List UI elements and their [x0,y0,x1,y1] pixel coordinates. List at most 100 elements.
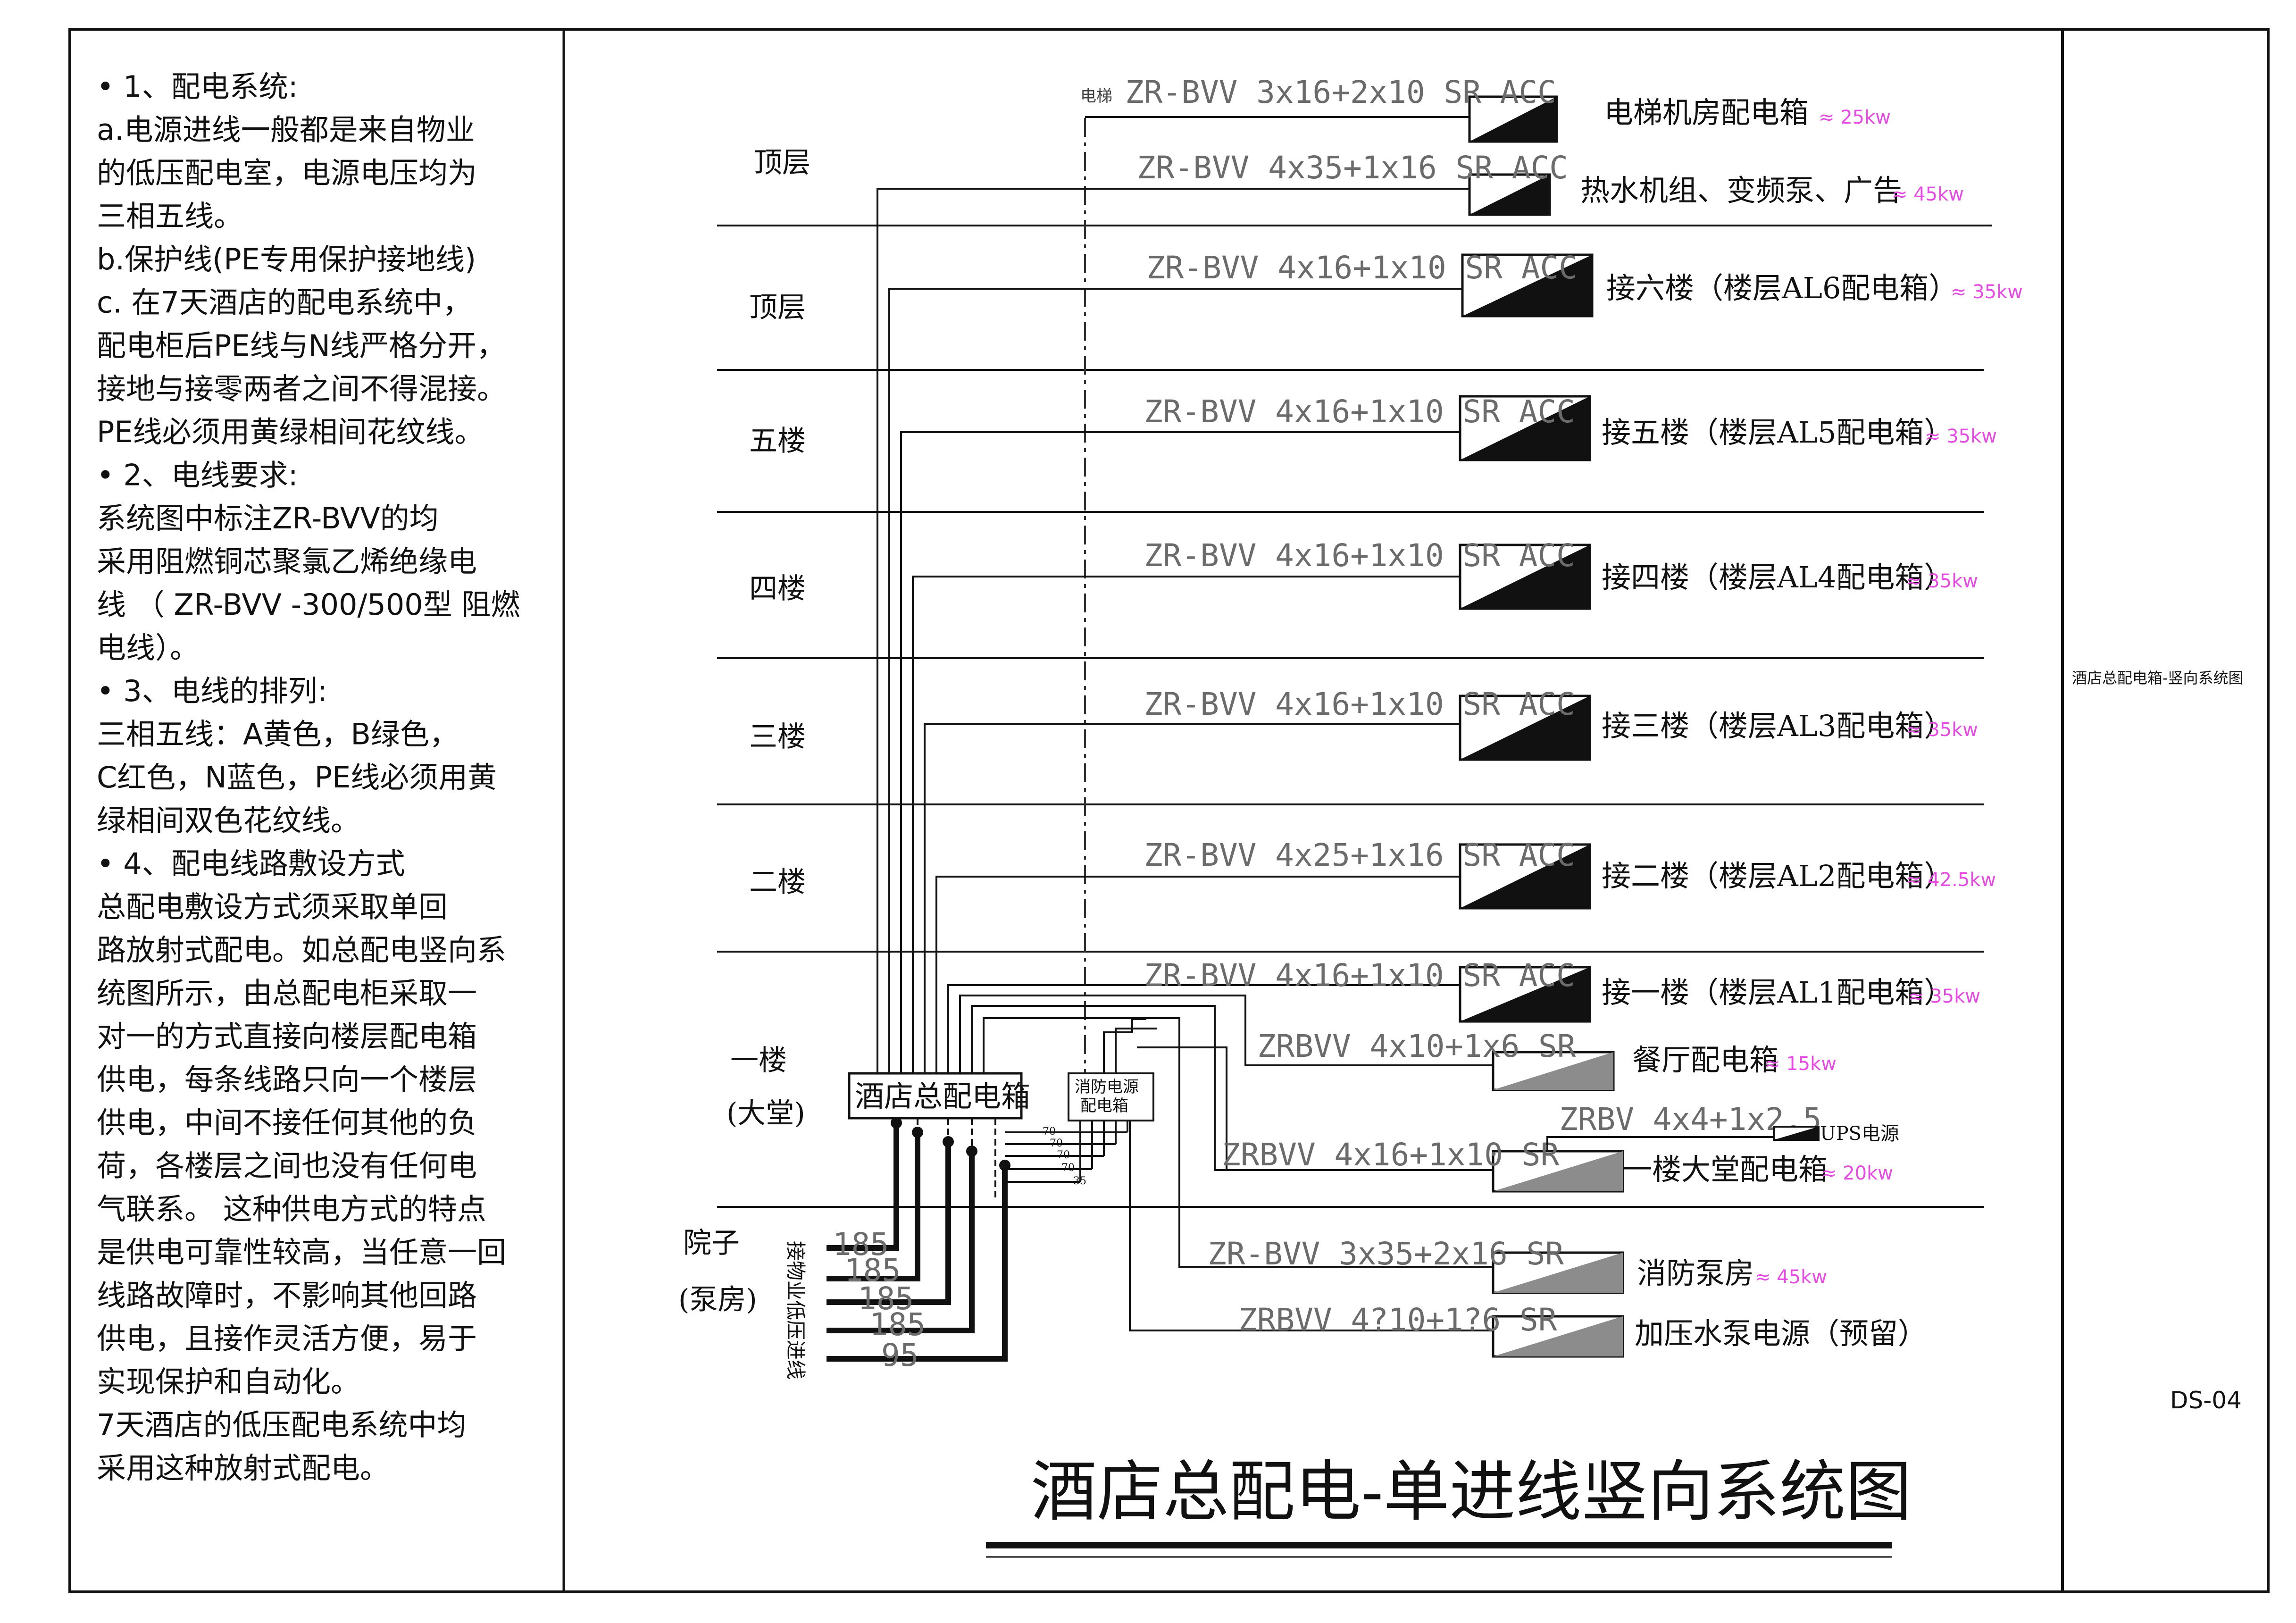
cable-spec-label: ZR-BVV 4x25+1x16 SR ACC [1144,837,1575,873]
load-kw-label: ≈ 35kw [1951,281,2023,303]
floor-label: 四楼 [749,572,806,605]
cable-spec-label: ZR-BVV 4x16+1x10 SR ACC [1144,686,1575,722]
svg-text:185: 185 [869,1306,926,1343]
load-kw-label: ≈ 25kw [1819,107,1891,128]
incoming-sizes: 185 185 185 185 95 [833,1226,926,1373]
svg-text:35: 35 [1073,1175,1086,1187]
note-line: 路放射式配电。如总配电竖向系 [97,933,506,967]
floor-separators [717,225,1992,1208]
elevator-prefix: 电梯 [1080,87,1112,106]
note-line: 绿相间双色花纹线。 [97,803,360,838]
note-line: • 4、配电线路敷设方式 [97,846,405,881]
box-name-label: 热水机组、变频泵、广告 [1580,173,1902,208]
floor-labels: 顶层 顶层 五楼 四楼 三楼 二楼 一楼 (大堂) 院子 (泵房) [678,146,810,1316]
cable-spec-label: ZR-BVV 4x16+1x10 SR ACC [1146,250,1578,286]
load-kw-label: ≈ 35kw [1925,426,1997,447]
branch-row: ZR-BVV 4x35+1x16 SR ACC 热水机组、变频泵、广告≈ 45kw [1137,150,1964,216]
floor-label: 顶层 [754,146,810,179]
note-line: 供电，每条线路只向一个楼层 [97,1062,477,1097]
box-fill-triangle [1493,1253,1623,1293]
note-line: 三相五线：A黄色，B绿色， [97,717,459,752]
box-fill-triangle [1493,1316,1623,1356]
note-line: a.电源进线一般都是来自物业 [97,113,475,147]
box-name-label: 电梯机房配电箱 [1604,95,1809,130]
main-box-outputs [895,1118,1128,1198]
main-box-label: 酒店总配电箱 [855,1079,1030,1113]
fire-feed-sizes: 70 70 70 70 35 [1043,1126,1086,1187]
note-line: 接地与接零两者之间不得混接。 [97,372,506,406]
note-line: 供电，中间不接任何其他的负 [97,1105,477,1140]
cable-spec-label: ZR-BVV 4x16+1x10 SR ACC [1144,393,1575,430]
cable-spec-label: ZR-BVV 3x35+2x16 SR [1208,1236,1564,1272]
box-fill-triangle [1469,97,1557,142]
notes-panel: • 1、配电系统: a.电源进线一般都是来自物业的低压配电室，电源电压均为三相五… [97,69,520,1485]
box-name-label: 接六楼（楼层AL6配电箱） [1606,271,1958,305]
note-line: 电线）。 [97,631,199,665]
box-fill-triangle [1460,696,1590,760]
floor-label: 五楼 [749,425,806,458]
floor-label: 院子 [683,1227,740,1260]
floor-label: 二楼 [749,866,806,899]
fire-box-label-1: 消防电源 [1075,1078,1139,1096]
svg-text:185: 185 [844,1252,901,1288]
note-line: 线路故障时，不影响其他回路 [97,1278,477,1313]
box-fill-triangle [1462,255,1592,316]
note-line: • 1、配电系统: [97,69,298,104]
box-name-label: 加压水泵电源（预留） [1635,1316,1927,1351]
svg-text:185: 185 [858,1280,914,1317]
cable-spec-label: ZRBVV 4x16+1x10 SR [1222,1137,1560,1173]
fire-box-label-2: 配电箱 [1080,1096,1128,1115]
branch-row: ZRBVV 4x16+1x10 SR 一楼大堂配电箱≈ 20kw [1222,1137,1893,1193]
note-line: 系统图中标注ZR-BVV的均 [97,501,439,535]
note-line: C红色，N蓝色，PE线必须用黄 [97,760,497,795]
diagram-title: 酒店总配电-单进线竖向系统图 [1031,1454,1912,1531]
note-line: 三相五线。 [97,199,243,234]
floor-label: 一楼 [730,1044,787,1077]
box-name-label: 一楼大堂配电箱 [1623,1152,1828,1187]
box-fill-triangle [1460,845,1590,908]
svg-text:70: 70 [1043,1126,1056,1138]
branch-row: ZR-BVV 4x16+1x10 SR ACC 接五楼（楼层AL5配电箱）≈ 35… [1144,393,1997,461]
outer-frame [68,28,2270,1593]
note-line: 对一的方式直接向楼层配电箱 [97,1019,477,1054]
floor-label: (大堂) [726,1097,805,1130]
note-line: 统图所示，由总配电柜采取一 [97,976,477,1011]
note-line: 实现保护和自动化。 [97,1364,360,1399]
svg-text:70: 70 [1050,1138,1063,1149]
note-line: c. 在7天酒店的配电系统中， [97,285,472,320]
branch-row: ZRBVV 4x10+1x6 SR 餐厅配电箱≈ 15kw [1257,1028,1837,1091]
load-kw-label: ≈ 45kw [1892,184,1964,205]
box-fill-triangle [1460,967,1590,1021]
drawing-code: DS-04 [2170,1387,2242,1414]
svg-text:185: 185 [833,1226,889,1263]
branch-row: ZR-BVV 3x16+2x10 SR ACC 电梯机房配电箱 ≈ 25kw [1125,74,1891,143]
incoming-label: 接物业低压进线 [784,1241,807,1380]
box-fill-triangle [1493,1052,1613,1090]
cable-spec-label: ZRBVV 4x10+1x6 SR [1257,1028,1576,1064]
box-name-label: 接五楼（楼层AL5配电箱） [1602,415,1953,450]
svg-text:95: 95 [881,1337,918,1373]
box-name-label: 接四楼（楼层AL4配电箱） [1602,560,1953,594]
floor-label: 顶层 [749,291,806,324]
box-fill-triangle [1460,396,1590,460]
box-fill-triangle [1493,1151,1623,1191]
floor-label: 三楼 [749,720,806,753]
main-risers [877,188,1493,1268]
cable-spec-label: ZR-BVV 3x16+2x10 SR ACC [1125,74,1556,110]
box-fill-triangle [1469,175,1550,215]
box-name-label: 餐厅配电箱 [1632,1043,1778,1077]
note-line: 采用阻燃铜芯聚氯乙烯绝缘电 [97,544,477,579]
load-kw-label: ≈ 35kw [1906,719,1978,741]
cable-spec-label: ZR-BVV 4x35+1x16 SR ACC [1137,150,1568,186]
load-kw-label: ≈ 15kw [1764,1053,1837,1075]
fire-box-risers [1103,1018,1493,1331]
note-line: b.保护线(PE专用保护接地线) [97,242,476,276]
ups-branch: ZRBV 4x4+1x2.5 UPS电源 [1546,1101,1899,1151]
load-kw-label: ≈ 20kw [1821,1163,1893,1184]
note-line: 荷，各楼层之间也没有任何电 [97,1149,477,1183]
